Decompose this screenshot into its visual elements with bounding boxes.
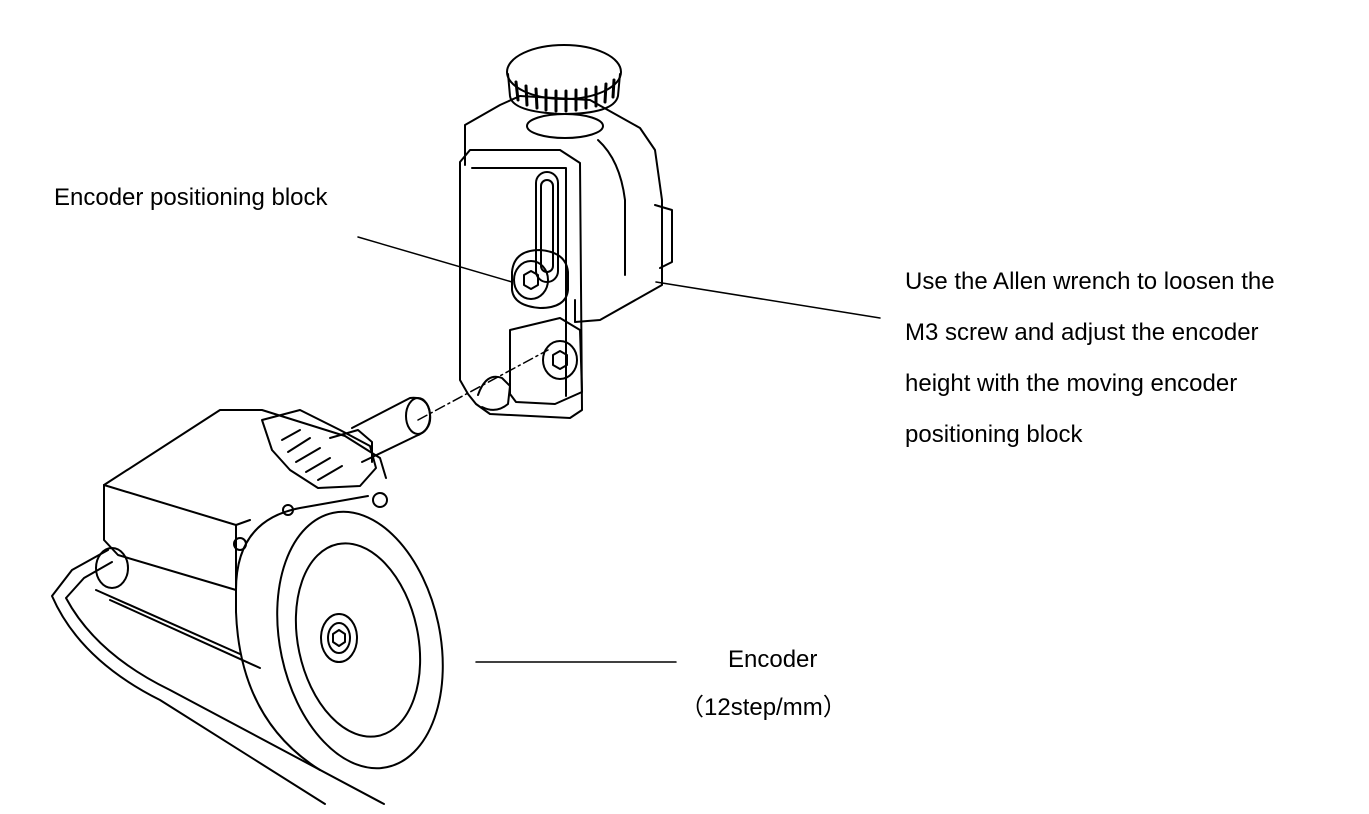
wheel-side	[235, 495, 369, 591]
wheel-hub	[320, 613, 358, 663]
leader-line-instruction	[655, 281, 881, 319]
rod-frame	[95, 589, 261, 669]
tab-screw-hex-socket	[552, 350, 568, 370]
spring-clip	[261, 409, 377, 489]
housing-left-face	[103, 484, 237, 591]
wheel-hub-inner	[327, 622, 351, 654]
pin-body	[351, 396, 432, 463]
knob-top	[506, 44, 622, 100]
mounting-bracket	[459, 95, 673, 419]
housing-top	[103, 409, 387, 486]
encoder-spec-label: （12step/mm）	[680, 694, 847, 721]
encoder-wheel	[235, 495, 444, 771]
plate-hook	[477, 375, 511, 411]
support-rod	[51, 547, 385, 805]
bracket-tab-outline	[509, 317, 583, 405]
rod-outer	[51, 549, 326, 805]
adjustment-slot	[535, 171, 559, 283]
knurled-knob	[506, 44, 622, 139]
front-plate-inner-edge	[471, 167, 567, 397]
bracket-back-body	[519, 95, 663, 323]
encoder-positioning-block-label: Encoder positioning block	[54, 184, 328, 211]
instruction-line-4: positioning block	[905, 421, 1083, 448]
positioning-screw-head	[513, 260, 549, 300]
rod-inner	[65, 561, 385, 805]
instruction-line-1: Use the Allen wrench to loosen the	[905, 268, 1275, 295]
bracket-top-flange	[464, 95, 521, 166]
tab-screw-head	[542, 340, 578, 380]
adjustment-slot-inner	[540, 179, 554, 273]
clip-bracket	[329, 429, 373, 463]
housing-hole-3	[372, 492, 388, 508]
wheel-hub-hex-socket	[332, 629, 346, 647]
front-plate	[459, 149, 583, 419]
wheel-inner-ring	[294, 542, 422, 738]
bracket-back-curve	[597, 139, 626, 276]
knob-base-collar	[526, 113, 604, 139]
encoder-pin	[351, 396, 432, 463]
knob-knurling	[514, 78, 616, 113]
wheel-bottom-edge	[235, 611, 321, 771]
leader-line-positioning-block	[357, 236, 513, 283]
spring-coils	[281, 429, 343, 481]
instruction-line-2: M3 screw and adjust the encoder	[905, 319, 1259, 346]
bracket-back-step	[654, 204, 673, 269]
positioning-screw	[511, 249, 569, 309]
bracket-tab	[509, 317, 583, 405]
rod-end-cap	[95, 547, 129, 589]
alignment-axis-line	[417, 349, 549, 421]
positioning-screw-body	[511, 249, 569, 309]
encoder-label: Encoder	[728, 646, 818, 673]
positioning-screw-hex-socket	[523, 270, 539, 290]
instruction-line-3: height with the moving encoder	[905, 370, 1238, 397]
knob-body	[507, 73, 621, 115]
wheel-face	[276, 510, 444, 770]
housing-top-edge	[103, 484, 251, 526]
pin-end	[405, 397, 431, 435]
adjustment-instruction-label: Use the Allen wrench to loosen the M3 sc…	[905, 256, 1275, 460]
